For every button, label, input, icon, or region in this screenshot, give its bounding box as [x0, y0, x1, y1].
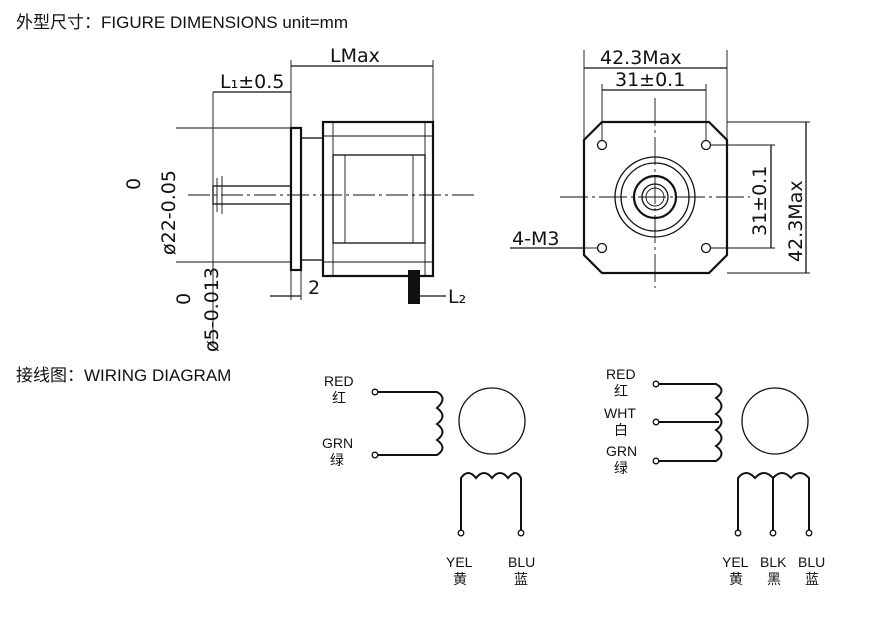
stator-body: [321, 120, 435, 278]
side-view: L₁±0.5 LMax 0 ø22-0.05 0 ø5-0.013 2 L₂: [123, 45, 478, 352]
height-max-dimension: 42.3Max: [785, 180, 807, 262]
shaft-tolerance: 0: [173, 293, 195, 305]
figure-dimensions-heading: 外型尺寸：FIGURE DIMENSIONS unit=mm: [16, 13, 348, 32]
boss-tolerance: 0: [123, 178, 145, 190]
wiring-diagram-unipolar: RED 红 WHT 白 GRN 绿 YEL 黄 BLK 黑 BLU 蓝: [604, 366, 825, 587]
width-max-dimension: 42.3Max: [600, 47, 682, 69]
wire-yel-cn-label: 黄: [453, 571, 467, 587]
hole-spacing-h-dimension: 31±0.1: [615, 69, 685, 91]
wiring-diagram-bipolar: RED 红 GRN 绿 YEL 黄 BLU 蓝: [322, 373, 535, 587]
wire-grn-cn-label: 绿: [330, 452, 344, 468]
wire-red-cn-label: 红: [332, 390, 346, 406]
mount-hole-br: [700, 242, 712, 254]
mount-hole-tr: [700, 139, 712, 151]
wire-grn-label-b: GRN: [606, 443, 637, 459]
shaft-diameter-dimension: ø5-0.013: [201, 267, 223, 352]
wire-blk-label: BLK: [760, 554, 787, 570]
l2-dimension: L₂: [448, 286, 466, 308]
wire-yel-label-b: YEL: [722, 554, 749, 570]
holes-label: 4-M3: [512, 228, 559, 250]
wiring-diagram-heading: 接线图：WIRING DIAGRAM: [16, 366, 231, 385]
wire-blu-label: BLU: [508, 554, 535, 570]
motor-face-outline: [582, 120, 729, 275]
wire-wht-cn-label: 白: [614, 422, 628, 438]
front-view: 42.3Max 31±0.1 31±0.1 42.3Max 4-M3: [510, 47, 810, 288]
coil-a-vertical: [378, 391, 444, 456]
wire-red-cn-label-b: 红: [614, 383, 628, 399]
boss-diameter-dimension: ø22-0.05: [158, 170, 180, 255]
wire-blk-cn-label: 黑: [767, 571, 781, 587]
lead-wire-block: [408, 270, 420, 304]
mount-hole-bl: [596, 242, 608, 254]
wire-red-label-b: RED: [606, 366, 636, 382]
stator-window: [332, 154, 426, 244]
hole-spacing-v-dimension: 31±0.1: [749, 166, 771, 236]
l1-dimension: L₁±0.5: [220, 71, 284, 93]
coil-a-horizontal: [460, 472, 522, 530]
front-end-cap: [300, 137, 324, 261]
wire-red-label: RED: [324, 373, 354, 389]
wire-grn-cn-label-b: 绿: [614, 460, 628, 476]
wire-grn-label: GRN: [322, 435, 353, 451]
flange-thickness-dimension: 2: [308, 277, 320, 299]
wire-yel-cn-label-b: 黄: [729, 571, 743, 587]
wire-yel-label: YEL: [446, 554, 473, 570]
wire-wht-label: WHT: [604, 405, 636, 421]
mount-hole-tl: [596, 139, 608, 151]
lmax-dimension: LMax: [330, 45, 380, 67]
flange-plate: [289, 126, 303, 272]
rotor-symbol-a: [458, 387, 526, 455]
wire-blu-cn-label-b: 蓝: [805, 571, 819, 587]
coil-b-vertical: [659, 383, 723, 462]
rotor-symbol-b: [741, 387, 809, 455]
wire-blu-label-b: BLU: [798, 554, 825, 570]
wire-blu-cn-label: 蓝: [514, 571, 528, 587]
